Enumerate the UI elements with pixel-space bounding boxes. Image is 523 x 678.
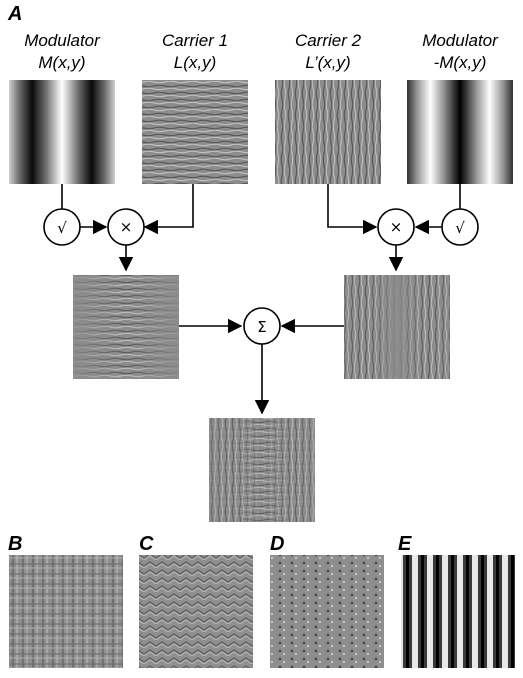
modulator-caption-line2: M(x,y) [38, 53, 85, 72]
panel-label-b: B [8, 533, 22, 555]
multiply-node-right: × [377, 208, 415, 246]
texture-e-grating-image [401, 555, 515, 668]
sum-node: Σ [243, 307, 281, 345]
sqrt-node-right: √ [441, 208, 479, 246]
carrier1-caption-line2: L(x,y) [174, 53, 217, 72]
panel-label-e: E [398, 533, 412, 555]
multiply-icon: × [390, 218, 403, 236]
carrier2-caption-line1: Carrier 2 [295, 31, 362, 50]
product-right-image [344, 275, 450, 379]
neg-modulator-caption-line1: Modulator [422, 31, 499, 50]
modulator-caption-line1: Modulator [24, 31, 101, 50]
multiply-icon: × [120, 218, 133, 236]
sigma-icon: Σ [257, 318, 266, 336]
texture-d-image [270, 555, 384, 668]
sqrt-icon: √ [57, 219, 67, 237]
carrier1-image [142, 80, 248, 184]
carrier1-caption-line1: Carrier 1 [162, 31, 228, 50]
sqrt-node-left: √ [43, 208, 81, 246]
sqrt-icon: √ [455, 219, 465, 237]
wire-carrier1-to-multiply-left [143, 184, 194, 235]
panel-label-c: C [139, 533, 154, 555]
neg-modulator-image [407, 80, 513, 184]
texture-c-image [139, 555, 253, 668]
texture-b-image [9, 555, 123, 668]
carrier2-image [275, 80, 381, 184]
carrier2-caption-line2: L’(x,y) [305, 53, 350, 72]
neg-modulator-caption-line2: -M(x,y) [434, 53, 487, 72]
wire-carrier2-to-multiply-right [327, 184, 378, 235]
multiply-node-left: × [107, 208, 145, 246]
panel-label-d: D [270, 533, 284, 555]
panel-label-a: A [7, 3, 22, 25]
modulator-image [9, 80, 115, 184]
result-image [209, 418, 315, 522]
product-left-image [73, 275, 179, 379]
